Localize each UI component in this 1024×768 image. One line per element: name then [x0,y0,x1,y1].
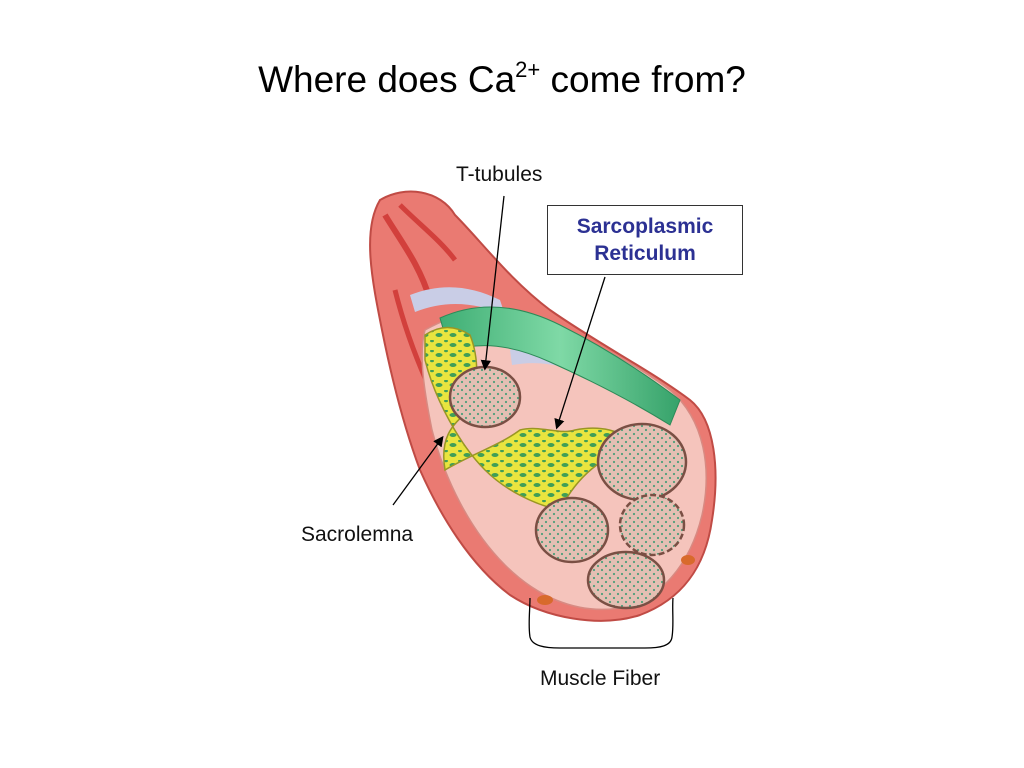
sr-arrow-icon [554,276,606,430]
mitochondrion [681,555,695,565]
myofibril-cross-section [448,365,522,429]
muscle-fiber-bracket [528,597,674,649]
myofibril-cross-section [618,493,686,557]
muscle-fiber-label: Muscle Fiber [540,667,661,690]
myofibril-cross-section [596,422,688,502]
title-superscript: 2+ [515,57,541,82]
t-tubules-arrow-icon [480,195,505,371]
slide-title: Where does Ca2+ come from? [0,58,1004,102]
sarcoplasmic-reticulum-label-box: Sarcoplasmic Reticulum [547,205,743,275]
sr-label-line2: Reticulum [594,242,696,265]
title-tail: come from? [550,59,746,100]
z-band [410,287,505,315]
mitochondrion [537,595,553,605]
myofibril-bundle [439,306,681,426]
t-tubules-label: T-tubules [456,163,543,186]
sarcolemma-label: Sacrolemna [301,523,414,546]
vessel [398,203,457,262]
sr-label-line1: Sarcoplasmic [576,214,714,238]
sarcolemma-arrow-icon [392,435,444,506]
title-main: Where does Ca [258,59,516,100]
myofibril-cross-section [586,550,666,610]
myofibril-cross-section [534,496,610,564]
